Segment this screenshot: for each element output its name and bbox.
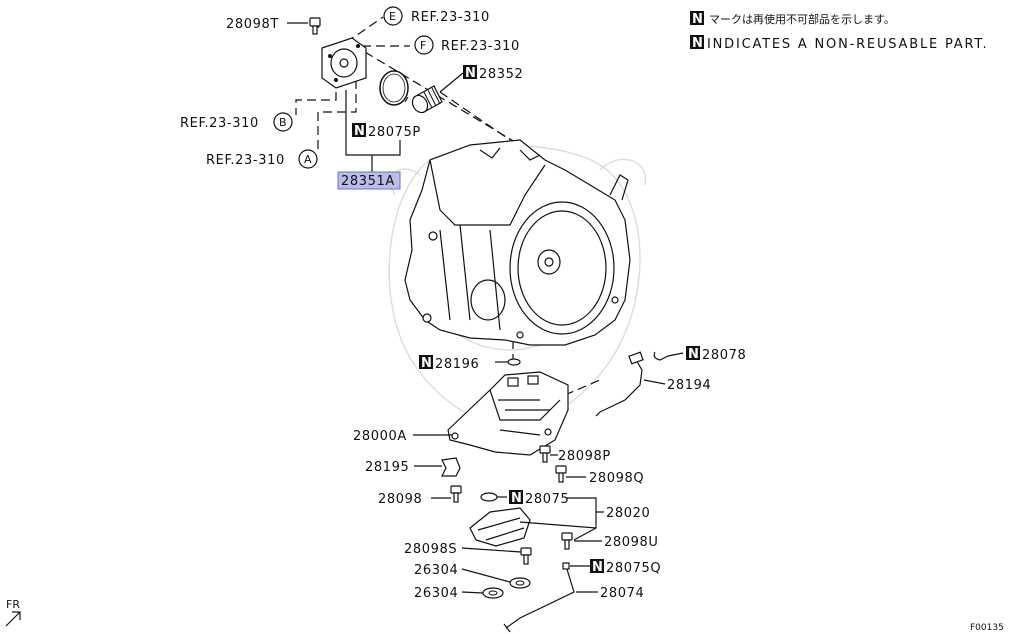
label-28075: N 28075: [509, 490, 569, 507]
ref-e: E REF.23-310: [383, 6, 490, 26]
svg-text:B: B: [279, 116, 287, 129]
label-28098: 28098: [378, 492, 422, 507]
gasket-26304-b: [482, 587, 504, 599]
svg-text:N: N: [688, 347, 699, 362]
label-28194: 28194: [667, 378, 711, 393]
svg-text:28352: 28352: [479, 67, 523, 82]
label-28020: 28020: [606, 506, 650, 521]
label-26304-b: 26304: [414, 586, 458, 601]
oring-28075: [480, 492, 498, 502]
legend-n-char-1: N: [692, 12, 703, 27]
label-28075P: N 28075P: [352, 123, 421, 140]
cover-28351A: [321, 37, 367, 89]
bolt-28098T: [309, 17, 321, 35]
svg-text:N: N: [465, 66, 476, 81]
figure-code: F00135: [970, 623, 1004, 633]
legend-jp-text: マークは再使用不可部品を示します。: [709, 12, 895, 26]
svg-text:F: F: [420, 39, 426, 52]
label-28098S: 28098S: [404, 542, 457, 557]
svg-text:N: N: [354, 124, 365, 139]
svg-text:28075Q: 28075Q: [606, 561, 661, 576]
bolt-28098U: [561, 532, 573, 550]
label-28352: N 28352: [463, 65, 523, 82]
legend-n-box-2: [690, 35, 704, 49]
svg-text:E: E: [389, 10, 396, 23]
svg-text:REF.23-310: REF.23-310: [180, 116, 259, 131]
svg-text:28075P: 28075P: [368, 125, 421, 140]
svg-text:A: A: [304, 153, 312, 166]
valve-body-28000A: [447, 371, 569, 456]
svg-text:28075: 28075: [525, 492, 569, 507]
label-28074: 28074: [600, 586, 644, 601]
legend-en-text: INDICATES A NON-REUSABLE PART.: [707, 37, 988, 52]
label-26304-a: 26304: [414, 563, 458, 578]
legend-n-box-1: [690, 11, 704, 25]
oil-filter-28020: [469, 507, 531, 547]
label-28196: N 28196: [419, 355, 479, 372]
bolt-28098P: [539, 445, 551, 463]
label-28098T: 28098T: [226, 17, 279, 32]
ref-b: REF.23-310 B: [180, 112, 293, 132]
svg-text:N: N: [592, 560, 603, 575]
label-28075Q: N 28075Q: [590, 559, 661, 576]
label-28098P: 28098P: [558, 449, 611, 464]
ref-f: F REF.23-310: [414, 35, 520, 55]
dipstick-28074: [503, 562, 575, 633]
svg-text:28351A: 28351A: [341, 174, 395, 189]
svg-text:28078: 28078: [702, 348, 746, 363]
leader-lines: [287, 22, 684, 594]
svg-text:REF.23-310: REF.23-310: [411, 10, 490, 25]
svg-text:FR: FR: [6, 598, 20, 611]
svg-text:28196: 28196: [435, 357, 479, 372]
label-28000A: 28000A: [353, 429, 407, 444]
gasket-26304-a-hole: [515, 580, 525, 586]
label-28195: 28195: [365, 460, 409, 475]
svg-text:N: N: [511, 491, 522, 506]
svg-text:REF.23-310: REF.23-310: [441, 39, 520, 54]
ref-a: REF.23-310 A: [206, 149, 318, 169]
legend: N マークは再使用不可部品を示します。 N INDICATES A NON-RE…: [690, 11, 988, 52]
bracket-28195: [441, 457, 461, 477]
label-28098Q: 28098Q: [589, 471, 644, 486]
legend-n-char-2: N: [692, 36, 703, 51]
gasket-26304-b-hole: [488, 590, 498, 596]
oring-28075P: [379, 70, 409, 106]
front-arrow-marker: FR: [5, 598, 21, 627]
gasket-26304-a: [509, 577, 531, 589]
seal-28196: [507, 358, 521, 366]
label-28098U: 28098U: [604, 535, 658, 550]
bracket-28351A: [345, 90, 401, 156]
transmission-case: [404, 139, 631, 346]
filter-28352: [411, 85, 443, 114]
bolt-28098Q: [555, 465, 567, 483]
bolt-28098: [450, 485, 462, 503]
label-28351A: 28351A: [337, 171, 401, 190]
bolt-28098S: [520, 547, 532, 565]
harness-28194: [595, 351, 644, 417]
label-28078: N 28078: [686, 346, 746, 363]
svg-text:REF.23-310: REF.23-310: [206, 153, 285, 168]
clip-28078: [653, 351, 669, 361]
svg-text:N: N: [421, 356, 432, 371]
